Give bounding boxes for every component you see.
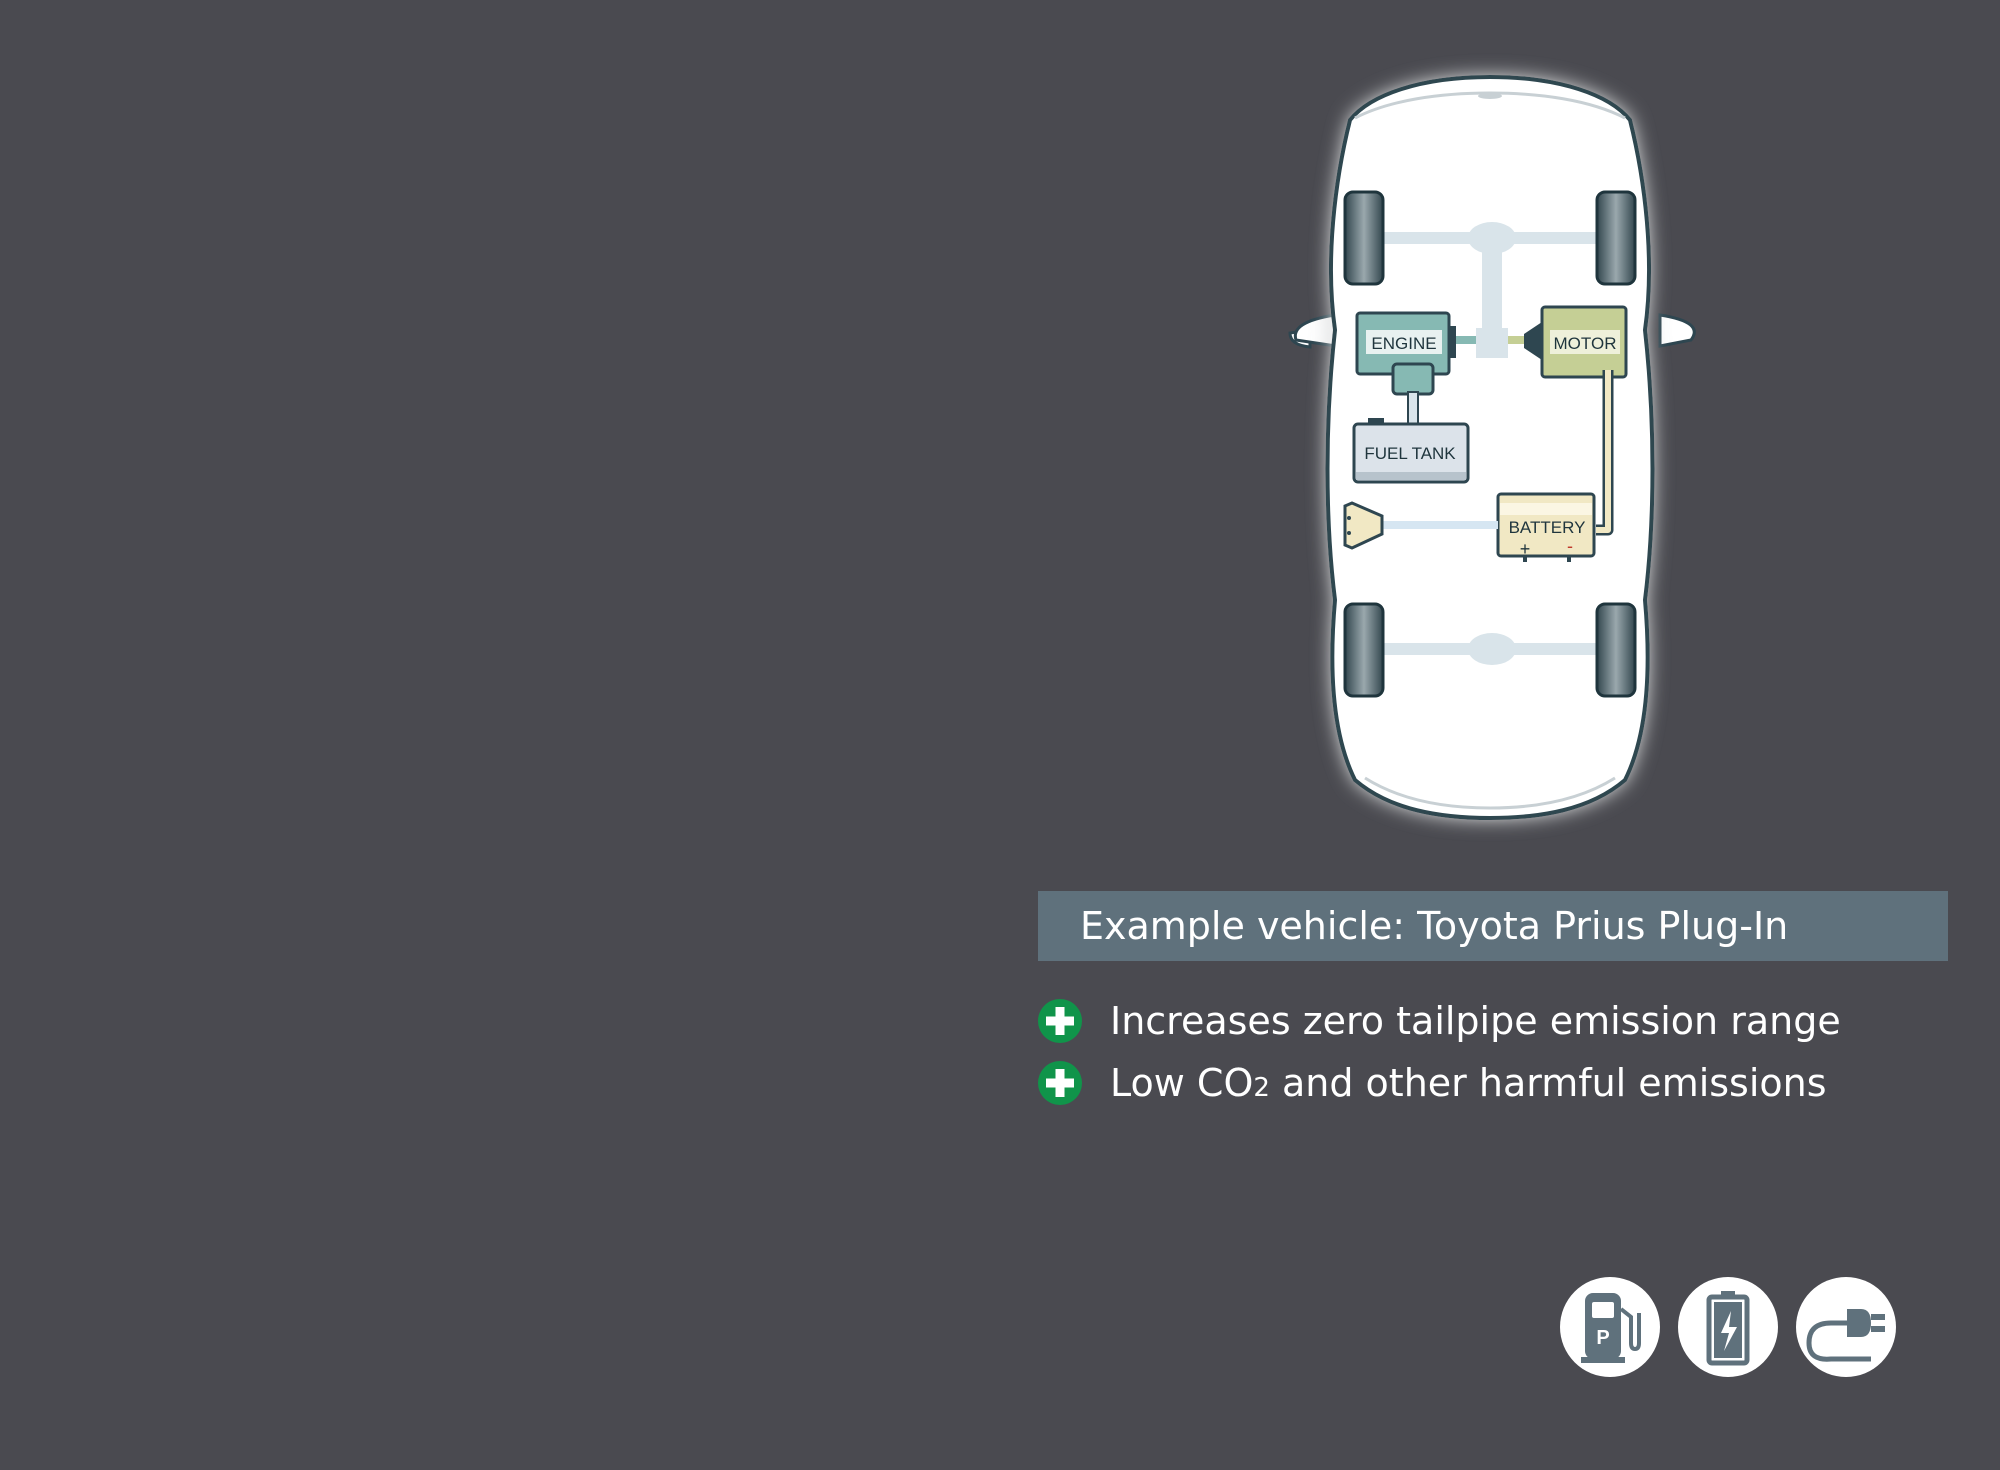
fuel-tank: FUEL TANK [1352, 418, 1470, 484]
co2-subscript: 2 [1253, 1073, 1270, 1103]
fuel-tank-label: FUEL TANK [1364, 444, 1456, 463]
wheels [1343, 190, 1637, 698]
wheel-front-right [1595, 190, 1637, 286]
benefit-text-start: Low CO [1110, 1061, 1254, 1105]
benefit-text: Low CO2 and other harmful emissions [1110, 1061, 1827, 1105]
benefit-item: Increases zero tailpipe emission range [1038, 990, 1841, 1052]
fuel-line [1407, 391, 1419, 427]
battery-pack: BATTERY + - [1496, 492, 1596, 562]
plus-icon [1038, 1061, 1082, 1105]
fuel-pump-icon: P [1560, 1277, 1660, 1377]
benefits-list: Increases zero tailpipe emission range L… [1038, 990, 1841, 1114]
caption-text: Example vehicle: Toyota Prius Plug-In [1080, 904, 1789, 948]
benefit-item: Low CO2 and other harmful emissions [1038, 1052, 1841, 1114]
battery-plus-terminal: + [1520, 539, 1531, 559]
benefit-text: Increases zero tailpipe emission range [1110, 999, 1841, 1043]
engine-label: ENGINE [1371, 334, 1436, 353]
drivetrain-shafts [1384, 222, 1596, 665]
wheel-rear-left [1343, 602, 1385, 698]
engine-block: ENGINE [1355, 311, 1456, 396]
charge-cable [1382, 521, 1498, 529]
car-body [1288, 74, 1696, 821]
motor-label: MOTOR [1554, 334, 1617, 353]
charge-port [1343, 501, 1384, 550]
wheel-front-left [1343, 190, 1385, 286]
svg-text:P: P [1596, 1327, 1609, 1349]
battery-icon [1678, 1277, 1778, 1377]
wheel-rear-right [1595, 602, 1637, 698]
battery-minus-terminal: - [1567, 536, 1573, 556]
battery-label: BATTERY [1509, 518, 1586, 537]
motor-unit: MOTOR [1524, 305, 1628, 379]
plus-icon [1038, 999, 1082, 1043]
plug-icon [1796, 1277, 1896, 1377]
caption-bar: Example vehicle: Toyota Prius Plug-In [1038, 891, 1948, 961]
vehicle-type-icons: P [1560, 1277, 1896, 1377]
benefit-text-end: and other harmful emissions [1269, 1061, 1827, 1105]
